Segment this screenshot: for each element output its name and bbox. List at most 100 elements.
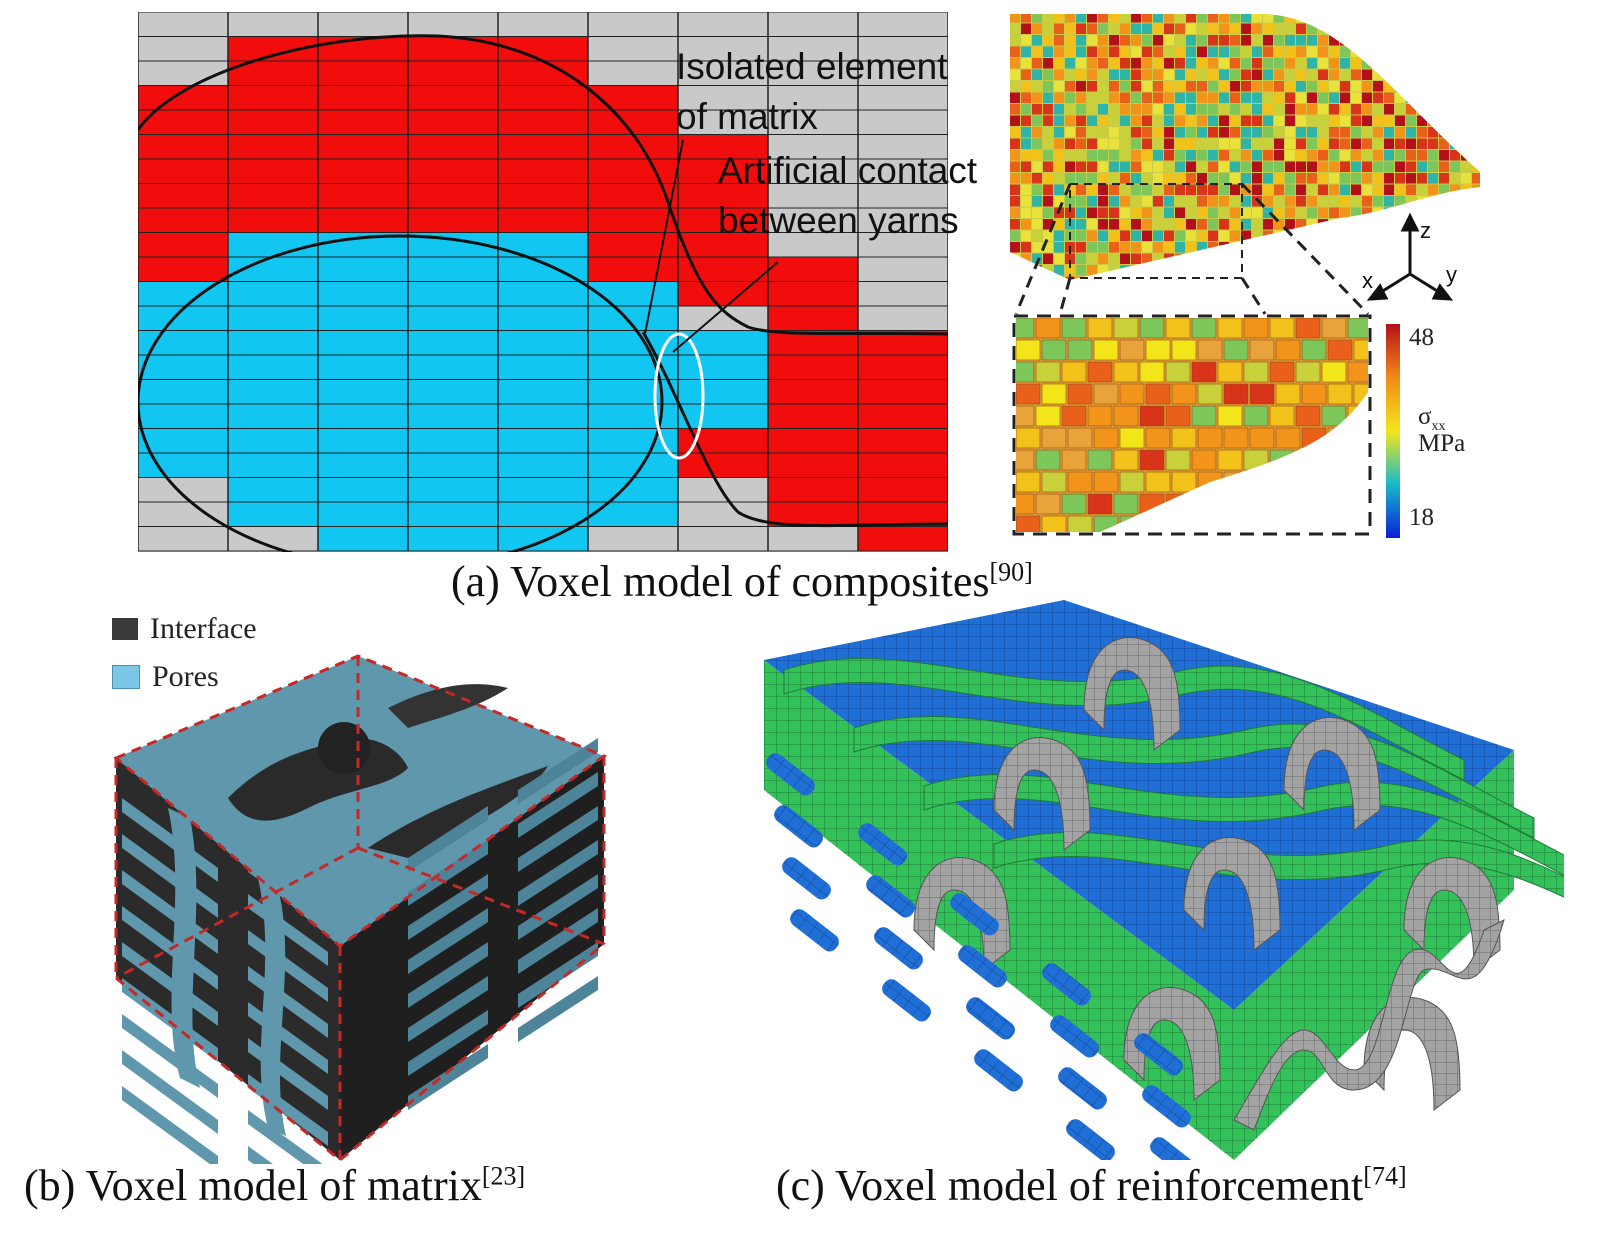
plate-cell (1164, 196, 1174, 207)
plate-cell (1241, 173, 1251, 184)
plate-cell (1285, 138, 1295, 149)
zoom-cell (1113, 493, 1139, 515)
plate-cell (1384, 219, 1394, 230)
plate-cell (1076, 161, 1086, 172)
vertical-pore-wave (168, 808, 200, 1088)
plate-cell (1197, 184, 1207, 195)
plate-cell (1186, 138, 1196, 149)
plate-cell (1186, 242, 1196, 253)
plate-cell (1065, 104, 1075, 115)
plate-cell (1186, 207, 1196, 218)
plate-cell (1274, 161, 1284, 172)
plate-cell (1142, 184, 1152, 195)
plate-cell (1373, 219, 1383, 230)
plate-cell (1054, 196, 1064, 207)
plate-cell (1186, 253, 1196, 264)
zoom-cell (1269, 449, 1295, 471)
plate-cell (1021, 138, 1031, 149)
plate-cell (1362, 46, 1372, 57)
plate-cell (1318, 81, 1328, 92)
binder-hump (1283, 717, 1381, 832)
plate-cell (1373, 115, 1383, 126)
zoom-cell (1061, 405, 1087, 427)
plate-cell (1098, 138, 1108, 149)
plate-cell (1153, 115, 1163, 126)
plate-cell (1120, 14, 1130, 23)
plate-cell (1043, 276, 1053, 280)
zoom-cell (1347, 493, 1368, 515)
plate-cell (1483, 265, 1490, 276)
zoom-cell (1139, 449, 1165, 471)
plate-cell (1307, 35, 1317, 46)
plate-cell (1098, 92, 1108, 103)
plate-cell (1076, 23, 1086, 34)
plate-cell (1076, 92, 1086, 103)
plate-cell (1395, 184, 1405, 195)
plate-cell (1087, 150, 1097, 161)
plate-cell (1340, 150, 1350, 161)
plate-cell (1219, 138, 1229, 149)
plate-cell (1142, 219, 1152, 230)
zoom-cell (1321, 361, 1347, 383)
plate-cell (1043, 127, 1053, 138)
plate-cell (1131, 230, 1141, 241)
plate-cell (1263, 81, 1273, 92)
plate-cell (1175, 219, 1185, 230)
pore-slat (248, 858, 328, 930)
plate-cell (1285, 150, 1295, 161)
plate-cell (1439, 138, 1449, 149)
plate-cell (1120, 230, 1130, 241)
plate-cell (1307, 184, 1317, 195)
plate-cell (1274, 58, 1284, 69)
plate-cell (1329, 14, 1339, 23)
plate-cell (1296, 161, 1306, 172)
plate-cell (1252, 161, 1262, 172)
zoom-cell (1295, 493, 1321, 515)
plate-cell (1461, 184, 1471, 195)
zoom-cell (1353, 383, 1368, 405)
plate-cell (1021, 265, 1031, 276)
plate-cell (1186, 46, 1196, 57)
plate-cell (1483, 254, 1490, 265)
plate-cell (1076, 35, 1086, 46)
plate-cell (1098, 219, 1108, 230)
plate-cell (1076, 46, 1086, 57)
plate-cell (1043, 115, 1053, 126)
plate-cell (1417, 58, 1427, 69)
plate-cell (1197, 150, 1207, 161)
artificial-contact-highlight (653, 332, 705, 460)
plate-cell (1384, 81, 1394, 92)
zoom-cell (1119, 471, 1145, 493)
plate-cell (1406, 81, 1416, 92)
plate-cell (1010, 115, 1020, 126)
plate-cell (1175, 207, 1185, 218)
plate-cell (1296, 219, 1306, 230)
plate-cell (1208, 23, 1218, 34)
plate-cell (1417, 104, 1427, 115)
zoom-cell (1295, 361, 1321, 383)
plate-cell (1384, 35, 1394, 46)
plate-cell (1252, 219, 1262, 230)
pore-slat (518, 908, 598, 974)
plate-cell (1109, 230, 1119, 241)
plate-cell (1384, 173, 1394, 184)
plate-cell (1307, 276, 1317, 280)
pore-slat (408, 908, 488, 974)
plate-cell (1076, 14, 1086, 23)
plate-cell (1197, 265, 1207, 276)
plate-cell (1087, 23, 1097, 34)
top-interface-blob-3 (368, 766, 548, 858)
cube-top-face (116, 656, 604, 946)
plate-cell (1417, 242, 1427, 253)
plate-cell (1098, 69, 1108, 80)
matrix-voxel-cube (113, 654, 608, 1164)
plate-cell (1021, 104, 1031, 115)
plate-cell (1197, 161, 1207, 172)
plate-cell (1087, 127, 1097, 138)
plate-cell (1329, 173, 1339, 184)
plate-cell (1252, 104, 1262, 115)
plate-cell (1274, 196, 1284, 207)
isolated-pointer (644, 139, 684, 335)
plate-cell (1109, 161, 1119, 172)
plate-cell (1065, 253, 1075, 264)
